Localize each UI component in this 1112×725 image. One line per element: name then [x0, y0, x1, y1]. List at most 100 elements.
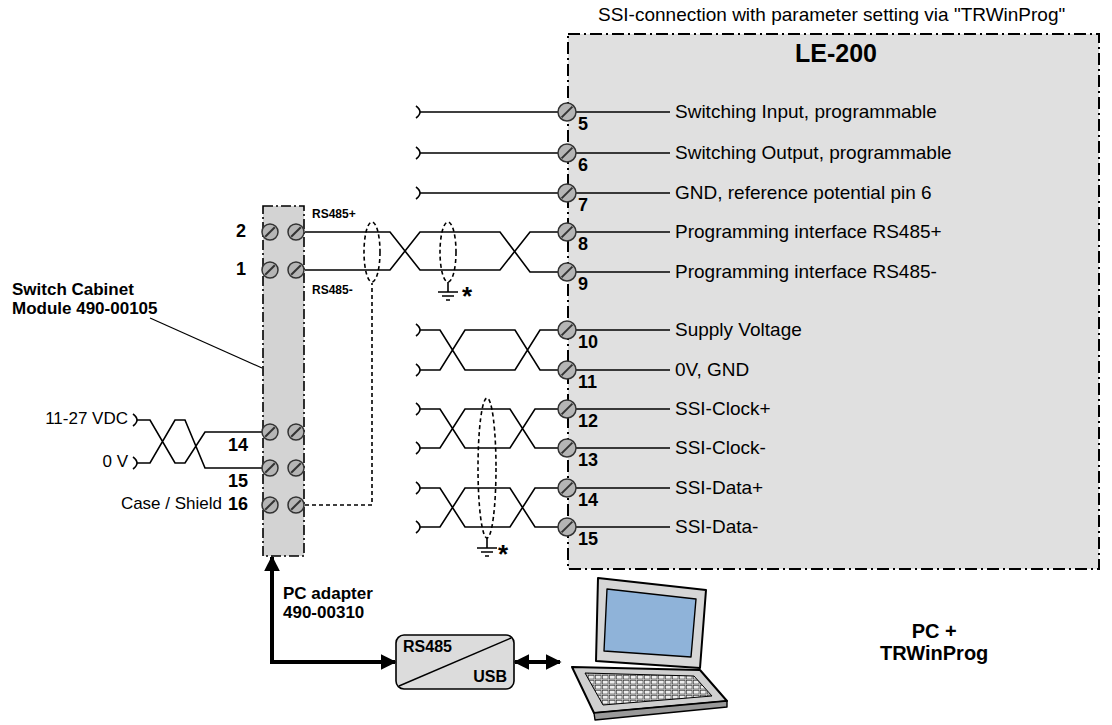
pin-line	[576, 408, 670, 409]
laptop-illustration	[572, 578, 727, 720]
screw-slot	[562, 404, 573, 415]
terminal-screw	[558, 184, 576, 202]
pin-line	[576, 526, 670, 527]
terminal-screw	[558, 144, 576, 162]
pin-number: 8	[578, 234, 588, 254]
pin-number: 14	[578, 490, 598, 510]
interface-name: RS485	[403, 638, 452, 656]
terminal-screw	[288, 460, 304, 476]
supply-label: 0 V	[8, 452, 128, 471]
interface-name: USB	[473, 668, 507, 686]
pin-name: Switching Output, programmable	[675, 142, 952, 163]
pin-number: 5	[578, 114, 588, 134]
rs485-cable-arrow	[272, 557, 395, 662]
terminal-screw	[262, 224, 278, 240]
screw-slot	[562, 483, 573, 494]
adapter-divider	[399, 638, 511, 686]
terminal-screw	[558, 400, 576, 418]
pin-line	[576, 329, 670, 330]
pin-name: SSI-Data+	[675, 477, 763, 498]
screw-slot	[562, 365, 573, 376]
terminal-screw	[288, 262, 304, 278]
terminal-screw	[558, 103, 576, 121]
rs485-wire	[305, 232, 567, 272]
terminal-screw	[558, 361, 576, 379]
pin-line	[576, 111, 670, 112]
supply-pair	[420, 330, 558, 370]
screw-slot	[562, 227, 573, 238]
ground-symbol	[438, 282, 458, 300]
pin-name: SSI-Clock-	[675, 437, 766, 458]
shield-wire	[305, 283, 372, 505]
adapter-box: PC adapter 490-00310RS485USB	[395, 634, 515, 690]
terminal-screw	[558, 518, 576, 536]
cable-shield	[440, 222, 456, 282]
housing-outline	[568, 34, 1099, 569]
leader-line	[150, 318, 262, 368]
shield-label: Case / Shield	[12, 494, 222, 513]
pin-line	[576, 369, 670, 370]
cable-shield	[478, 398, 496, 538]
screw-slot	[562, 522, 573, 533]
pin-number: 6	[578, 155, 588, 175]
terminal-number: 1	[236, 259, 246, 279]
pin-number: 11	[578, 372, 597, 392]
terminal-screw	[288, 224, 304, 240]
screw-slot	[265, 427, 275, 437]
open-wire-end	[133, 414, 137, 469]
laptop-screen	[604, 589, 696, 657]
adapter-name: PC adapter 490-00310	[283, 584, 383, 622]
screw-slot	[562, 107, 573, 118]
screw-slot	[291, 265, 301, 275]
screw-slot	[562, 267, 573, 278]
screw-slot	[265, 500, 275, 510]
pin-number: 9	[578, 274, 588, 294]
terminal-screw	[558, 439, 576, 457]
pin-name: GND, reference potential pin 6	[675, 182, 932, 203]
pin-number: 12	[578, 411, 598, 431]
screw-slot	[562, 148, 573, 159]
pin-name: SSI-Data-	[675, 516, 758, 537]
open-wire-end	[416, 106, 420, 533]
pin-number: 13	[578, 450, 598, 470]
pc-group: PC + TRWinProg	[560, 572, 1000, 720]
clock-pair	[420, 409, 558, 448]
terminal-number: 14	[228, 435, 248, 455]
pin-name: Programming interface RS485-	[675, 261, 937, 282]
terminal-screw	[262, 460, 278, 476]
power-pair	[137, 420, 262, 468]
node-outline	[262, 205, 305, 557]
pin-line	[576, 152, 670, 153]
pin-line	[576, 231, 670, 232]
cable-shield	[364, 222, 380, 282]
terminal-number: 2	[236, 221, 246, 241]
field-wires	[133, 106, 558, 556]
terminal-screw	[558, 223, 576, 241]
pin-name: Supply Voltage	[675, 319, 802, 340]
screw-slot	[265, 463, 275, 473]
terminal-screw	[288, 424, 304, 440]
diagram-title: SSI-connection with parameter setting vi…	[598, 4, 1065, 25]
terminal-screw	[558, 263, 576, 281]
terminal-screw	[288, 497, 304, 513]
screw-slot	[265, 265, 275, 275]
screw-slot	[265, 227, 275, 237]
terminal-screw	[262, 497, 278, 513]
footnote-mark: *	[498, 540, 508, 569]
pc-label: PC + TRWinProg	[880, 620, 988, 665]
screw-slot	[291, 427, 301, 437]
terminal-screw	[262, 424, 278, 440]
pin-number: 10	[578, 332, 598, 352]
pin-line	[576, 192, 670, 193]
pin-name: 0V, GND	[675, 359, 749, 380]
adapter-outline	[396, 635, 514, 689]
data-pair	[420, 488, 558, 527]
signal-name: RS485-	[312, 284, 353, 297]
module-outline	[263, 206, 304, 556]
pin-line	[576, 271, 670, 272]
terminal-screw	[558, 479, 576, 497]
screw-slot	[291, 227, 301, 237]
terminal-screw	[558, 321, 576, 339]
screw-slot	[291, 463, 301, 473]
